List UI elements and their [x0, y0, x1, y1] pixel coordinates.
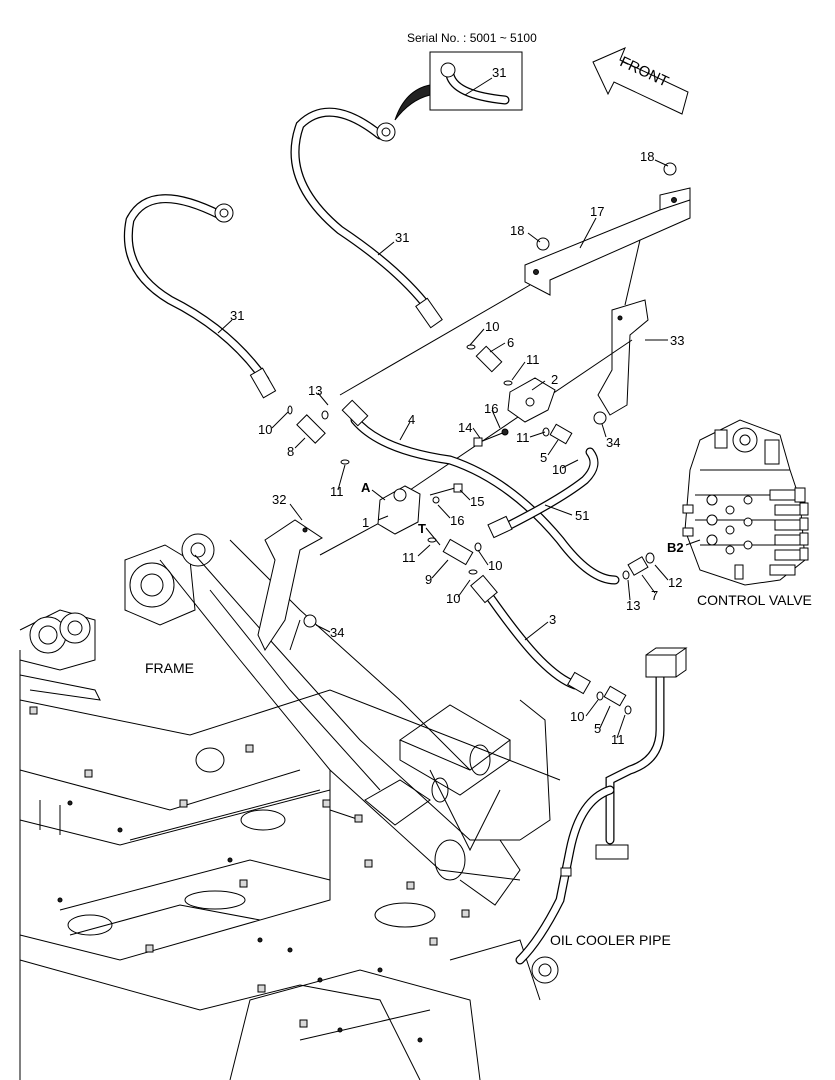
port-label-a: A — [361, 480, 371, 495]
callout-11-d: 11 — [402, 550, 416, 565]
callout-10-b: 10 — [258, 422, 272, 437]
bracket-17 — [524, 187, 691, 296]
callout-18-top: 18 — [640, 149, 654, 164]
callout-51: 51 — [575, 508, 589, 523]
oil-cooler-pipe — [515, 647, 688, 984]
detail-inset — [394, 51, 523, 121]
callout-11-c: 11 — [330, 484, 344, 499]
control-valve-caption: CONTROL VALVE — [697, 592, 812, 608]
hose-3 — [470, 574, 591, 695]
callout-16-b: 16 — [450, 513, 464, 528]
hose-51 — [487, 447, 599, 539]
callout-6: 6 — [507, 335, 514, 350]
callout-numbers: 31 31 31 18 17 18 33 10 6 11 2 13 10 8 4… — [230, 65, 684, 747]
callout-10-f: 10 — [570, 709, 584, 724]
callout-32: 32 — [272, 492, 286, 507]
front-arrow-icon — [592, 47, 689, 115]
callout-11-a: 11 — [526, 352, 540, 367]
callout-17: 17 — [590, 204, 604, 219]
callout-7: 7 — [651, 588, 658, 603]
callout-3: 3 — [549, 612, 556, 627]
callout-15: 15 — [470, 494, 484, 509]
callout-18-mid: 18 — [510, 223, 524, 238]
bracket-33 — [597, 299, 649, 416]
callout-10-e: 10 — [446, 591, 460, 606]
callout-34-b: 34 — [330, 625, 344, 640]
hose-31-left — [123, 194, 277, 399]
port-label-b2: B2 — [667, 540, 684, 555]
frame-caption: FRAME — [145, 660, 194, 676]
bracket-32 — [257, 519, 323, 652]
valve-spools — [769, 487, 809, 576]
callout-13-b: 13 — [626, 598, 640, 613]
callout-5-b: 5 — [594, 721, 601, 736]
serial-note: Serial No. : 5001 ~ 5100 — [407, 31, 537, 45]
callout-16-a: 16 — [484, 401, 498, 416]
callout-14: 14 — [458, 420, 472, 435]
frame-bolts — [29, 706, 470, 1043]
callout-12: 12 — [668, 575, 682, 590]
callout-8: 8 — [287, 444, 294, 459]
callout-11-b: 11 — [516, 430, 530, 445]
callout-33: 33 — [670, 333, 684, 348]
callout-31-inset: 31 — [492, 65, 506, 80]
callout-1: 1 — [362, 515, 369, 530]
callout-31-left: 31 — [230, 308, 244, 323]
callout-13-a: 13 — [308, 383, 322, 398]
oil-cooler-pipe-caption: OIL COOLER PIPE — [550, 932, 671, 948]
callout-10-d: 10 — [488, 558, 502, 573]
callout-4: 4 — [408, 412, 415, 427]
port-label-t: T — [418, 521, 426, 536]
callout-10-c: 10 — [552, 462, 566, 477]
callout-9: 9 — [425, 572, 432, 587]
frame-structure — [19, 533, 561, 1080]
control-valve — [682, 419, 809, 586]
callout-5-a: 5 — [540, 450, 547, 465]
callout-31-mid: 31 — [395, 230, 409, 245]
leader-lines — [217, 77, 669, 739]
hose-4 — [341, 399, 620, 585]
callout-2: 2 — [551, 372, 558, 387]
callout-10-a: 10 — [485, 319, 499, 334]
callout-34-a: 34 — [606, 435, 620, 450]
valve-ports — [682, 494, 753, 580]
callout-11-e: 11 — [611, 732, 625, 747]
hose-31-mid — [290, 107, 443, 329]
